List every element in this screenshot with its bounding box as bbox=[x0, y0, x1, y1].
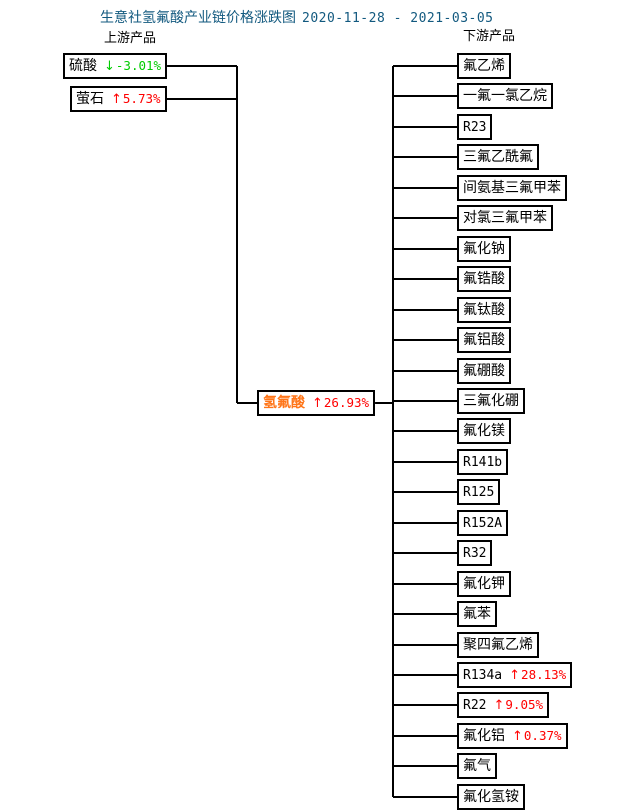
node-label: 间氨基三氟甲苯 bbox=[463, 180, 561, 196]
downstream-node-11[interactable]: 氟硼酸 bbox=[457, 358, 511, 384]
downstream-node-17[interactable]: R32 bbox=[457, 540, 493, 566]
downstream-node-5[interactable]: 间氨基三氟甲苯 bbox=[457, 175, 567, 201]
arrow-down-icon: ↓ bbox=[104, 58, 115, 74]
arrow-up-icon: ↑ bbox=[509, 667, 521, 683]
downstream-node-1[interactable]: 氟乙烯 bbox=[457, 53, 511, 79]
downstream-node-22[interactable]: R22 ↑9.05% bbox=[457, 692, 550, 718]
change-value: 0.37% bbox=[523, 727, 562, 743]
downstream-node-13[interactable]: 氟化镁 bbox=[457, 418, 511, 444]
downstream-node-6[interactable]: 对氯三氟甲苯 bbox=[457, 205, 553, 231]
arrow-up-icon: ↑ bbox=[312, 395, 323, 411]
node-label: 氟化铝 bbox=[463, 728, 505, 744]
node-label: 氟铝酸 bbox=[463, 332, 505, 348]
node-label: R22 bbox=[463, 697, 487, 713]
node-label: 氟化氢铵 bbox=[463, 789, 519, 805]
downstream-node-20[interactable]: 聚四氟乙烯 bbox=[457, 632, 539, 658]
downstream-node-7[interactable]: 氟化钠 bbox=[457, 236, 511, 262]
node-label: 萤石 bbox=[76, 91, 104, 107]
downstream-node-18[interactable]: 氟化钾 bbox=[457, 571, 511, 597]
node-label: 氟化钾 bbox=[463, 576, 505, 592]
downstream-node-4[interactable]: 三氟乙酰氟 bbox=[457, 144, 539, 170]
node-label: R152A bbox=[463, 515, 503, 531]
center-node-hydrofluoric-acid[interactable]: 氢氟酸 ↑26.93% bbox=[257, 390, 376, 416]
change-value: 5.73% bbox=[122, 90, 161, 106]
title-text: 生意社氢氟酸产业链价格涨跌图 bbox=[100, 10, 296, 26]
downstream-node-23[interactable]: 氟化铝 ↑0.37% bbox=[457, 723, 568, 749]
downstream-node-3[interactable]: R23 bbox=[457, 114, 493, 140]
downstream-node-2[interactable]: 一氟一氯乙烷 bbox=[457, 83, 553, 109]
node-label: R32 bbox=[463, 545, 487, 561]
node-label: R23 bbox=[463, 119, 487, 135]
node-label: 氟钛酸 bbox=[463, 302, 505, 318]
price-change-up: ↑0.37% bbox=[512, 727, 562, 744]
node-label: 氟化镁 bbox=[463, 423, 505, 439]
upstream-node-1[interactable]: 硫酸 ↓-3.01% bbox=[63, 53, 168, 79]
downstream-node-16[interactable]: R152A bbox=[457, 510, 509, 536]
node-label: 硫酸 bbox=[69, 58, 97, 74]
downstream-node-19[interactable]: 氟苯 bbox=[457, 601, 497, 627]
downstream-node-21[interactable]: R134a ↑28.13% bbox=[457, 662, 573, 688]
node-label: 氢氟酸 bbox=[263, 395, 305, 411]
node-label: R125 bbox=[463, 484, 495, 500]
change-value: -3.01% bbox=[115, 57, 162, 73]
price-change-up: ↑28.13% bbox=[509, 666, 567, 683]
node-label: 氟气 bbox=[463, 758, 491, 774]
arrow-up-icon: ↑ bbox=[493, 697, 505, 713]
node-label: 对氯三氟甲苯 bbox=[463, 210, 547, 226]
downstream-node-24[interactable]: 氟气 bbox=[457, 753, 497, 779]
node-label: 一氟一氯乙烷 bbox=[463, 88, 547, 104]
upstream-node-2[interactable]: 萤石 ↑5.73% bbox=[70, 86, 167, 112]
title-date-range: 2020-11-28 - 2021-03-05 bbox=[302, 11, 494, 26]
downstream-node-12[interactable]: 三氟化硼 bbox=[457, 388, 525, 414]
downstream-node-15[interactable]: R125 bbox=[457, 479, 501, 505]
upstream-section-header: 上游产品 bbox=[104, 31, 157, 46]
price-change-up: ↑9.05% bbox=[493, 696, 544, 713]
downstream-node-10[interactable]: 氟铝酸 bbox=[457, 327, 511, 353]
node-label: 氟苯 bbox=[463, 606, 491, 622]
downstream-node-9[interactable]: 氟钛酸 bbox=[457, 297, 511, 323]
downstream-node-25[interactable]: 氟化氢铵 bbox=[457, 784, 525, 810]
downstream-node-14[interactable]: R141b bbox=[457, 449, 509, 475]
price-change-up: ↑26.93% bbox=[312, 394, 370, 411]
node-label: R134a bbox=[463, 667, 503, 683]
node-label: 聚四氟乙烯 bbox=[463, 637, 533, 653]
arrow-up-icon: ↑ bbox=[512, 728, 523, 744]
change-value: 28.13% bbox=[521, 666, 567, 682]
downstream-node-8[interactable]: 氟锆酸 bbox=[457, 266, 511, 292]
node-label: 氟硼酸 bbox=[463, 363, 505, 379]
node-label: 三氟乙酰氟 bbox=[463, 149, 533, 165]
change-value: 26.93% bbox=[323, 394, 370, 410]
node-label: 氟乙烯 bbox=[463, 58, 505, 74]
node-label: 氟锆酸 bbox=[463, 271, 505, 287]
arrow-up-icon: ↑ bbox=[111, 91, 122, 107]
node-label: 氟化钠 bbox=[463, 241, 505, 257]
node-label: 三氟化硼 bbox=[463, 393, 519, 409]
price-change-up: ↑5.73% bbox=[111, 90, 161, 107]
page-title: 生意社氢氟酸产业链价格涨跌图 2020-11-28 - 2021-03-05 bbox=[100, 7, 494, 27]
node-label: R141b bbox=[463, 454, 503, 470]
change-value: 9.05% bbox=[505, 696, 544, 712]
price-change-down: ↓-3.01% bbox=[104, 57, 162, 74]
downstream-section-header: 下游产品 bbox=[463, 29, 516, 44]
